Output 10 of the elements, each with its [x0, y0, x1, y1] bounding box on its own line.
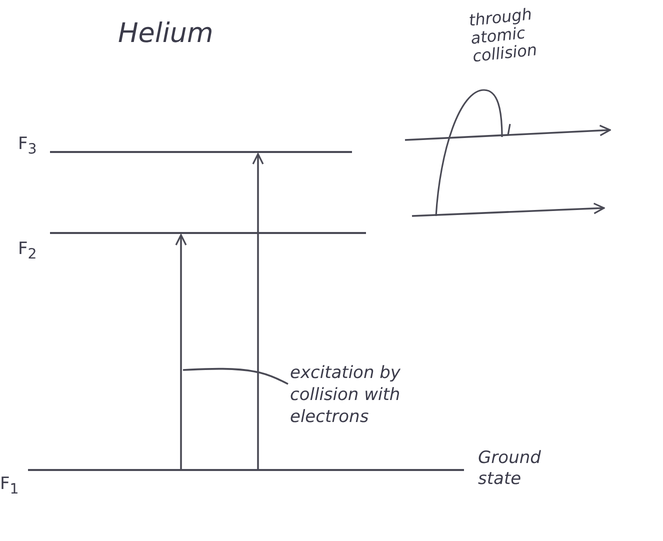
annotation-label: through atomic collision	[468, 3, 539, 66]
excitation-arrow	[175, 234, 187, 470]
diagram-title: Helium	[118, 18, 214, 49]
annotation-text: excitation by collision with electrons	[290, 362, 402, 428]
level-label: F$_{2}$	[18, 239, 37, 264]
leader-line	[182, 368, 288, 385]
level-label: F$_{1}$	[0, 474, 19, 500]
level-caption: Ground state	[478, 448, 542, 490]
excitation-arrow	[252, 153, 264, 470]
level-label: F$_{3}$	[18, 134, 37, 160]
